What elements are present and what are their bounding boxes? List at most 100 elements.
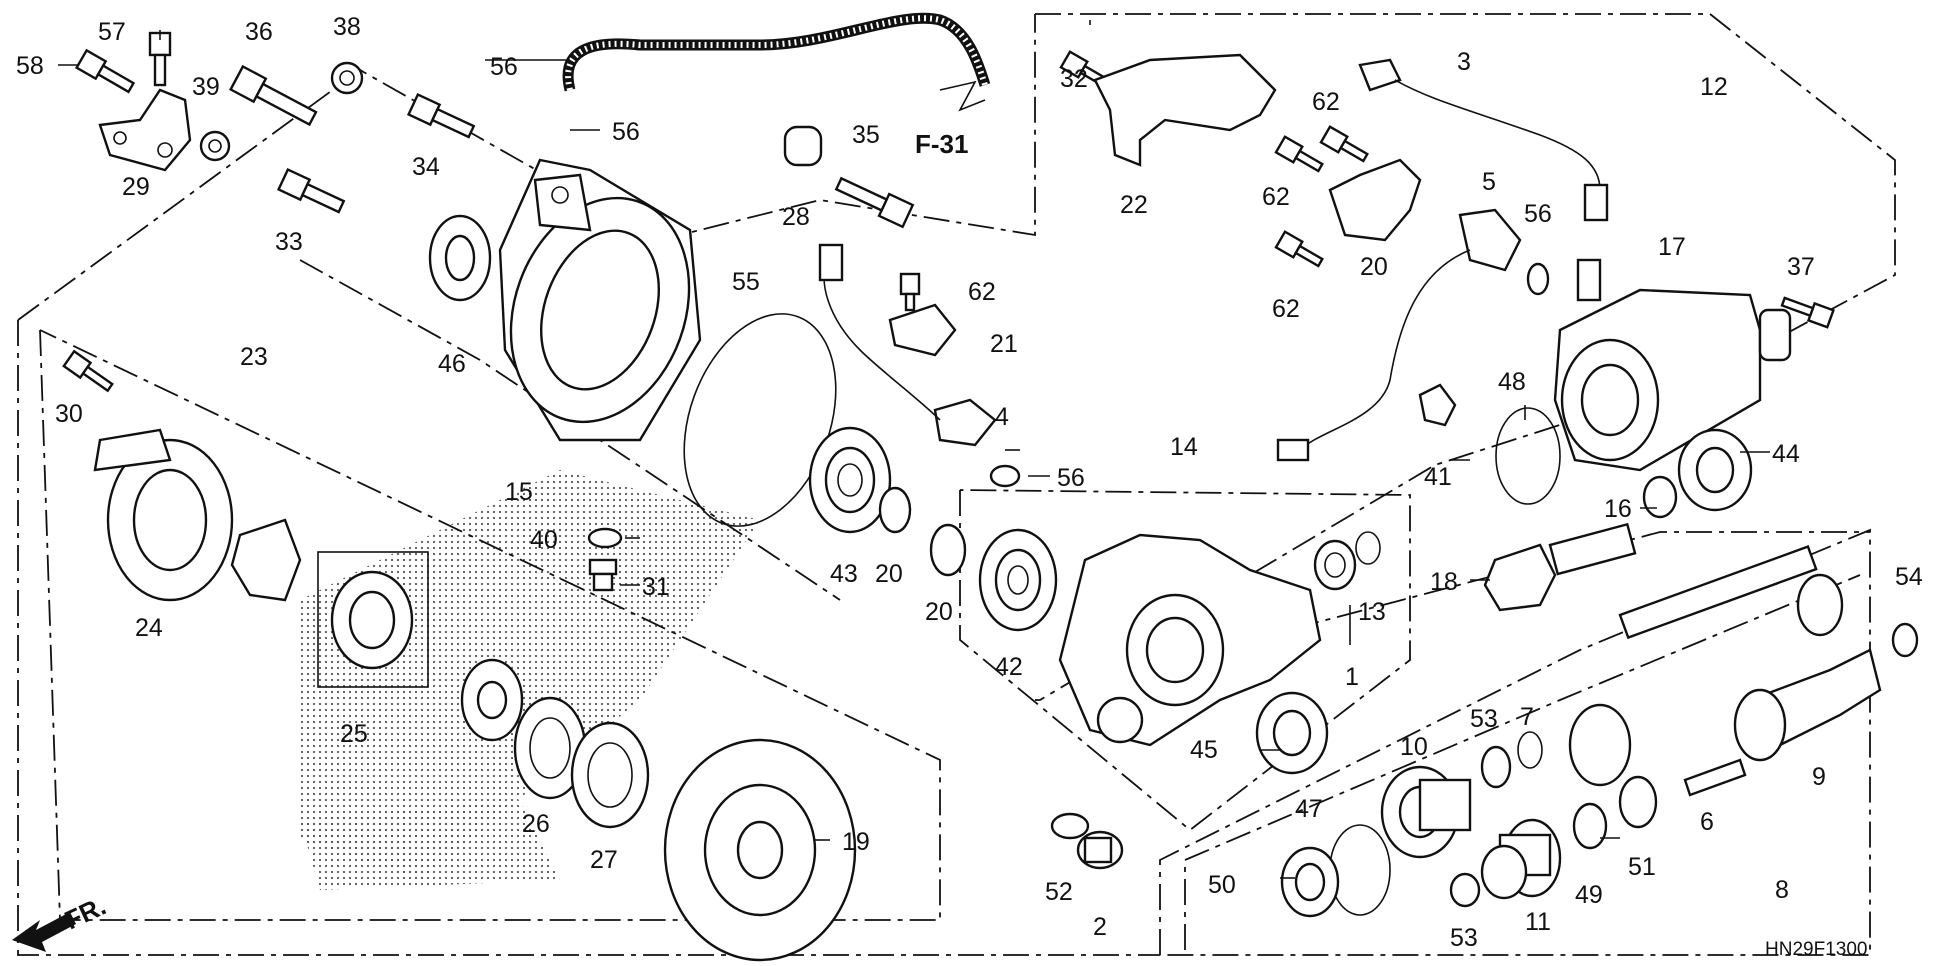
callout-61: 58 [16, 52, 44, 80]
callout-labels: 58 57 36 38 39 29 34 33 56 56 35 F-31 28… [16, 13, 1923, 952]
callout-42: 41 [1424, 463, 1452, 491]
bolt-62b [1319, 125, 1369, 163]
bolt-35 [406, 92, 476, 139]
callout-47: 46 [438, 350, 466, 378]
spider-gear [230, 518, 302, 602]
callout-9: 9 [1812, 763, 1826, 791]
bracket-30 [98, 88, 192, 172]
bolt-31 [62, 349, 114, 393]
group-outline-inner-48 [1184, 574, 1861, 950]
washer-52 [1618, 775, 1658, 829]
washer-50 [1572, 802, 1608, 850]
oil-seal-47 [428, 214, 492, 302]
bolt-38 [1780, 296, 1835, 329]
pinion-gear-18 [1483, 522, 1637, 612]
bolt-34 [276, 167, 346, 214]
callout-12: 12 [1700, 73, 1728, 101]
group-outline-inner-box [39, 329, 941, 921]
callout-28: 27 [590, 846, 618, 874]
callout-56a: 56 [1057, 464, 1085, 492]
callout-11: 11 [1525, 908, 1551, 936]
shading-area [300, 470, 760, 880]
shading-area-lower [300, 800, 560, 890]
callout-20a: 20 [875, 560, 903, 588]
breather-hose [562, 12, 991, 92]
nut-40 [199, 130, 231, 162]
ring-gear-19 [663, 738, 857, 962]
group-outline-47 [299, 259, 841, 601]
front-arrow-icon: FR. [12, 891, 111, 952]
leader-lines [58, 20, 1770, 879]
callout-3: 3 [1457, 48, 1471, 76]
callout-30: 29 [122, 173, 150, 201]
callout-57: 55 [732, 268, 760, 296]
callout-23: 22 [1120, 191, 1148, 219]
callout-35: 34 [412, 153, 440, 181]
collar-29 [783, 125, 823, 167]
plug-2 [1076, 830, 1124, 870]
shaft-assembly [1568, 545, 1844, 787]
plug-32 [588, 558, 618, 592]
bracket-21 [1328, 158, 1422, 242]
hub-51 [1280, 846, 1340, 918]
callout-62a: 62 [1312, 88, 1340, 116]
washer-56b [1526, 262, 1550, 296]
callout-14: 14 [1170, 433, 1198, 461]
clip-7 [1517, 731, 1543, 769]
actuator-17 [1553, 258, 1792, 472]
callout-31: 30 [55, 400, 83, 428]
clutch-10 [1380, 765, 1472, 859]
o-ring-49 [1495, 407, 1561, 505]
callout-49: 48 [1498, 368, 1526, 396]
callout-62b: 62 [1262, 183, 1290, 211]
bracket-23 [1093, 53, 1277, 167]
callout-62d: 62 [968, 278, 996, 306]
hub-11 [1480, 818, 1562, 900]
bolt-60 [148, 31, 172, 87]
nut-39 [330, 61, 364, 95]
bearing-43 [978, 528, 1058, 632]
callout-27: 26 [522, 810, 550, 838]
bolt-62d [899, 272, 921, 312]
boot-9 [1733, 648, 1882, 762]
callout-24: 23 [240, 343, 268, 371]
callout-50: 49 [1575, 881, 1603, 909]
callout-53: 52 [1045, 878, 1073, 906]
callout-55: 54 [1895, 563, 1923, 591]
bearing-45 [1677, 428, 1753, 512]
washer-54a [1480, 745, 1512, 789]
sensor-22 [888, 303, 957, 357]
callout-2: 2 [1093, 913, 1107, 941]
callout-17: 17 [1658, 233, 1686, 261]
callout-8: 8 [1775, 876, 1789, 904]
callout-54b: 53 [1450, 924, 1478, 952]
callout-1: 1 [1345, 663, 1359, 691]
clip-42 [1418, 383, 1457, 427]
callout-20b: 20 [925, 598, 953, 626]
group-outline-inner [1249, 531, 1870, 641]
callout-29: 28 [782, 203, 810, 231]
side-gear [460, 658, 524, 742]
group-outline-top [659, 14, 1036, 241]
callout-16: 16 [1604, 495, 1632, 523]
seal-20a [878, 486, 912, 534]
seal-20b [929, 523, 967, 577]
bolt-62a [1274, 135, 1324, 173]
spring-6 [1683, 758, 1747, 797]
callout-32: 31 [642, 573, 670, 601]
front-arrow-label: FR. [60, 891, 111, 936]
callout-18: 18 [1430, 568, 1458, 596]
callout-34: 33 [275, 228, 303, 256]
shim-28 [570, 721, 650, 829]
gear-case-15 [498, 158, 702, 442]
bolt-37 [229, 64, 318, 127]
callout-5: 5 [1482, 168, 1496, 196]
seal-16 [1642, 475, 1678, 519]
callout-46: 45 [1190, 736, 1218, 764]
connector-3 [1358, 58, 1402, 92]
callout-44: 43 [830, 560, 858, 588]
callout-15: 15 [505, 478, 533, 506]
callout-62c: 62 [1272, 295, 1300, 323]
callout-40: 39 [192, 73, 220, 101]
